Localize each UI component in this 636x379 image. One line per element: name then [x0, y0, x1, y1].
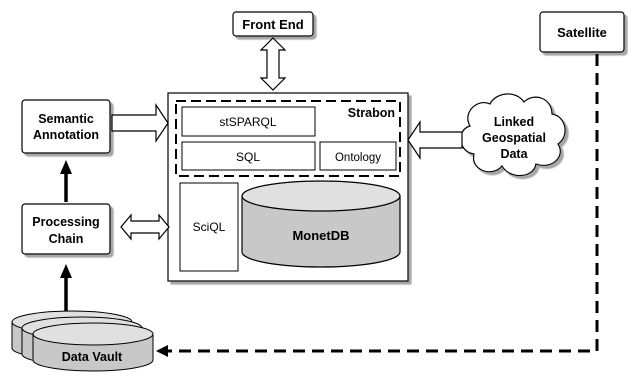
semantic-annotation-node: Semantic Annotation [21, 99, 111, 154]
processing-to-annotation-arrow [60, 160, 72, 202]
data-vault-cylinder-front [32, 322, 154, 372]
stsparql-label: stSPARQL [219, 115, 276, 129]
front-end-node: Front End [232, 11, 314, 37]
strabon-container: Strabon stSPARQL SQL Ontology SciQL Mone… [167, 92, 409, 282]
processing-chain-label-line2: Chain [49, 232, 84, 246]
processing-chain-node: Processing Chain [21, 203, 111, 255]
satellite-label: Satellite [557, 25, 607, 40]
sciql-box [179, 182, 239, 272]
processing-chain-label-line1: Processing [32, 215, 99, 229]
data-vault-arrowhead [156, 345, 168, 357]
monetdb-cylinder: MonetDB [241, 180, 401, 268]
semantic-annotation-label-line2: Annotation [33, 128, 99, 142]
ontology-label: Ontology [335, 152, 381, 164]
front-end-strabon-arrow [259, 37, 287, 91]
processing-chain-sciql-arrow [120, 213, 170, 241]
front-end-label: Front End [242, 17, 303, 32]
linked-data-label-line2: Geospatial [482, 131, 546, 145]
sciql-label: SciQL [193, 220, 226, 234]
linked-data-to-strabon-arrow [407, 120, 463, 160]
semantic-annotation-to-strabon-arrow [111, 103, 169, 143]
strabon-label: Strabon [348, 106, 395, 120]
satellite-to-data-vault-line [168, 54, 599, 353]
stsparql-box [181, 106, 316, 137]
strabon-dashed-boundary [175, 100, 401, 177]
satellite-node: Satellite [539, 11, 625, 53]
sql-box [181, 141, 316, 171]
linked-data-label-line1: Linked [494, 115, 534, 129]
data-vault-node: Data Vault [11, 310, 154, 372]
ontology-box [319, 141, 397, 171]
data-vault-label: Data Vault [62, 350, 123, 364]
sql-label: SQL [236, 150, 260, 164]
linked-geospatial-data-cloud: Linked Geospatial Data [460, 93, 566, 177]
linked-data-label-line3: Data [500, 147, 528, 161]
monetdb-label: MonetDB [292, 228, 349, 243]
data-vault-to-processing-arrow [60, 264, 72, 312]
semantic-annotation-label-line1: Semantic [38, 112, 94, 126]
